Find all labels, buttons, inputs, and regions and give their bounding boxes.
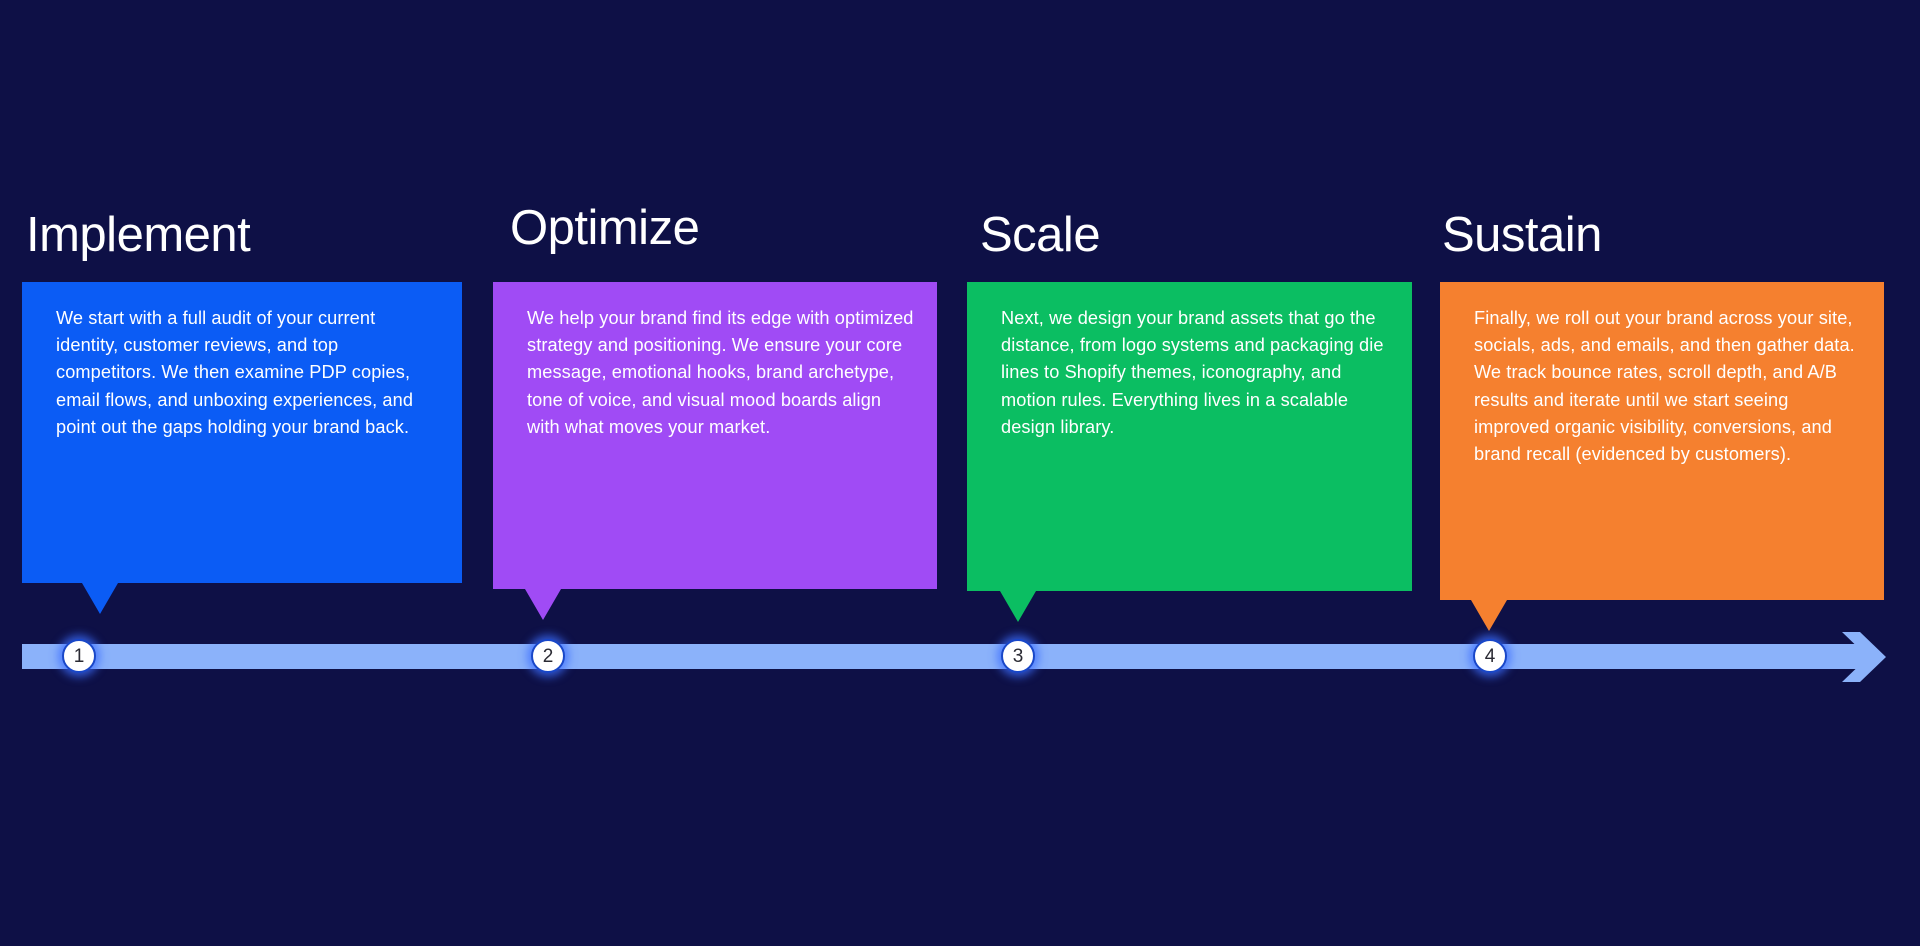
timeline-marker-2[interactable]: 2	[531, 639, 565, 673]
timeline-bar	[22, 644, 1868, 669]
step-card-sustain[interactable]: Finally, we roll out your brand across y…	[1440, 282, 1884, 631]
card-surface-optimize	[493, 282, 937, 589]
timeline-marker-2-number: 2	[542, 645, 554, 667]
timeline-marker-4-number: 4	[1484, 645, 1496, 667]
timeline-marker-1[interactable]: 1	[62, 639, 96, 673]
card-surface-scale	[967, 282, 1412, 591]
card-tail-sustain	[1471, 600, 1507, 631]
card-surface-sustain	[1440, 282, 1884, 600]
card-tail-scale	[1000, 591, 1036, 622]
step-card-optimize[interactable]: We help your brand find its edge with op…	[493, 282, 937, 620]
timeline-marker-3-number: 3	[1012, 645, 1024, 667]
card-surface-implement	[22, 282, 462, 583]
card-text-scale: Next, we design your brand assets that g…	[1001, 308, 1384, 437]
step-title-optimize: Optimize	[510, 201, 700, 255]
timeline-marker-3[interactable]: 3	[1001, 639, 1035, 673]
card-tail-implement	[82, 583, 118, 614]
timeline-marker-1-number: 1	[73, 645, 85, 667]
card-tail-optimize	[525, 589, 561, 620]
step-card-implement[interactable]: We start with a full audit of your curre…	[22, 282, 462, 614]
timeline-marker-4[interactable]: 4	[1473, 639, 1507, 673]
card-text-implement: We start with a full audit of your curre…	[56, 308, 414, 437]
step-title-implement: Implement	[26, 208, 251, 262]
arrow-right-icon	[1842, 632, 1886, 682]
card-text-sustain: Finally, we roll out your brand across y…	[1474, 308, 1855, 465]
step-title-scale: Scale	[980, 208, 1101, 262]
step-title-sustain: Sustain	[1442, 208, 1602, 262]
card-text-optimize: We help your brand find its edge with op…	[527, 308, 914, 437]
step-card-scale[interactable]: Next, we design your brand assets that g…	[967, 282, 1412, 622]
